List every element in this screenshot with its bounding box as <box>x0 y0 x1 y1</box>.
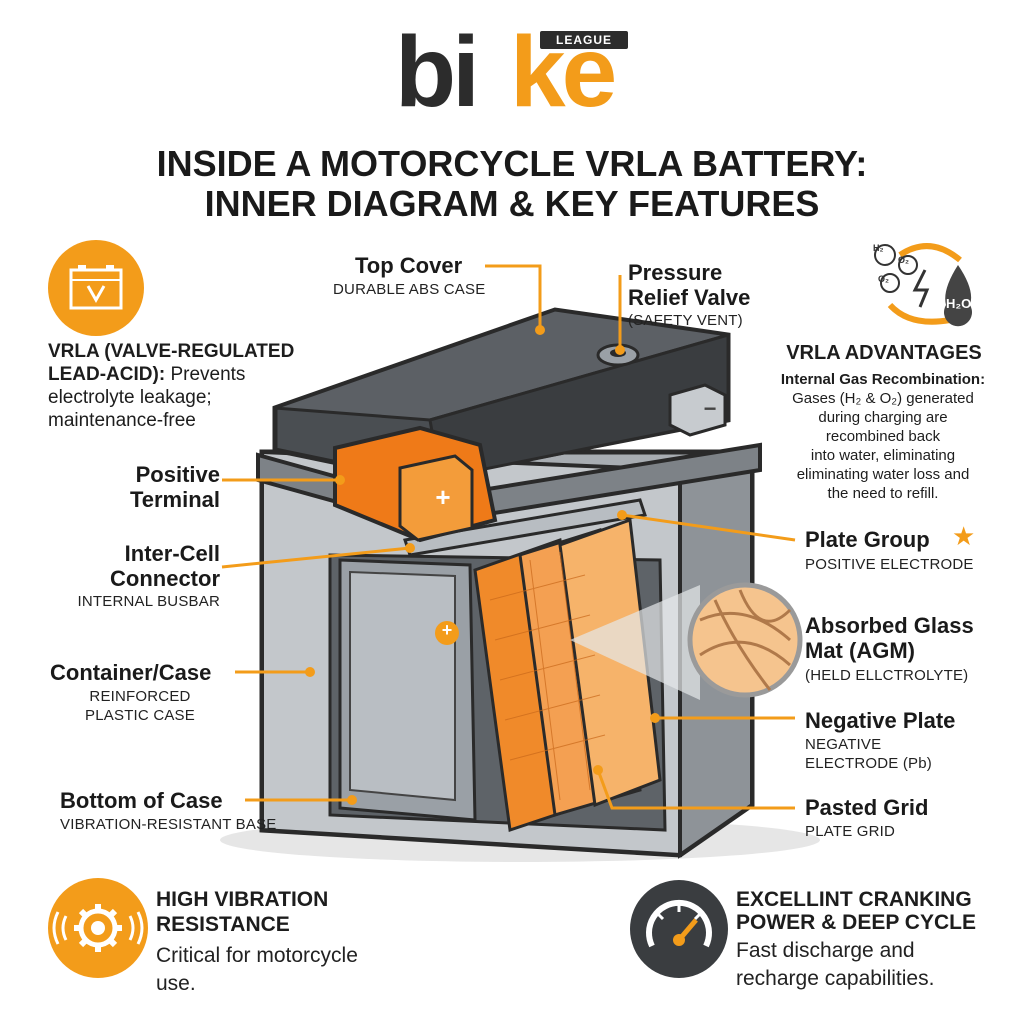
label-pasted-grid-sub: PLATE GRID <box>805 823 896 840</box>
feature-cranking-title-1: EXCELLINT CRANKING <box>736 888 972 911</box>
advantages-heading: VRLA ADVANTAGES <box>786 342 982 364</box>
label-plate-group: Plate Group <box>805 527 930 552</box>
star-icon: ★ <box>952 521 976 551</box>
label-container-sub1: REINFORCED <box>89 688 191 705</box>
label-positive-terminal-1: Positive <box>135 462 220 487</box>
gas-h2o: H₂O <box>946 296 972 311</box>
advantages-line: eliminating water loss and <box>796 466 970 483</box>
gas-o2: O₂ <box>898 255 909 265</box>
label-container-sub2: PLASTIC CASE <box>85 707 195 724</box>
feature-vibration-body-2: use. <box>156 972 196 995</box>
vrla-text-2: electrolyte leakage; <box>48 387 212 408</box>
feature-vibration-body-1: Critical for motorcycle <box>156 944 358 967</box>
label-plate-group-sub: POSITIVE ELECTRODE <box>805 556 974 573</box>
battery-v-icon <box>48 240 144 336</box>
gas-o3: O₂ <box>878 274 889 284</box>
vrla-text-3: maintenance-free <box>48 410 196 431</box>
advantages-line: recombined back <box>825 428 941 445</box>
page-title-line1: INSIDE A MOTORCYCLE VRLA BATTERY: <box>156 143 868 184</box>
grey-plate-front <box>349 570 456 802</box>
logo-dark-text: bi <box>395 16 480 128</box>
label-top-cover-sub: DURABLE ABS CASE <box>333 281 486 298</box>
gas-h2: H₂ <box>873 243 884 253</box>
advantages-line: the need to refill. <box>827 485 939 502</box>
gear-vibration-icon-glyph <box>52 904 144 952</box>
label-agm-sub: (HELD ELLCTROLYTE) <box>805 667 969 684</box>
label-negative-plate-sub2: ELECTRODE (Pb) <box>805 755 932 772</box>
feature-cranking-body-2: recharge capabilities. <box>736 967 935 990</box>
feature-vibration-title-2: RESISTANCE <box>156 913 290 936</box>
label-bottom: Bottom of Case <box>60 788 223 813</box>
plate-plus-symbol: + <box>441 620 453 640</box>
label-inter-cell-2: Connector <box>110 566 220 591</box>
label-bottom-sub: VIBRATION-RESISTANT BASE <box>60 816 277 833</box>
gear-vibration-icon <box>48 878 148 978</box>
speedometer-icon-glyph <box>646 900 712 948</box>
plate-plus-badge <box>435 621 459 645</box>
feature-cranking-body-1: Fast discharge and <box>736 939 915 962</box>
label-negative-plate-sub1: NEGATIVE <box>805 736 882 753</box>
battery-v-icon-glyph <box>69 265 123 310</box>
logo-tag: LEAGUE <box>540 31 628 49</box>
label-inter-cell-1: Inter-Cell <box>124 541 220 566</box>
leader-dots <box>305 325 660 805</box>
gas-recombination-icon <box>870 235 980 330</box>
orange-plate-3 <box>558 517 662 808</box>
gas-recombination-icon-glyph <box>874 243 972 327</box>
label-pressure-valve-sub: (SAFETY VENT) <box>628 312 743 329</box>
page-title-line2: INNER DIAGRAM & KEY FEATURES <box>204 183 820 224</box>
pasted-grid-pattern <box>489 551 606 801</box>
advantages-line: during charging are <box>818 409 948 426</box>
label-agm-2: Mat (AGM) <box>805 638 915 663</box>
advantages-lines: Gases (H₂ & O₂) generated during chargin… <box>752 389 1014 503</box>
vrla-text-inline: Prevents <box>170 364 246 385</box>
vrla-info: VRLA (VALVE-REGULATED LEAD-ACID): Preven… <box>48 340 348 432</box>
label-pasted-grid: Pasted Grid <box>805 795 929 820</box>
feature-vibration-title-1: HIGH VIBRATION <box>156 888 329 911</box>
agm-fibers <box>699 589 792 691</box>
advantages-line: Gases (H₂ & O₂) generated <box>792 390 974 407</box>
negative-terminal <box>668 383 727 437</box>
label-container: Container/Case <box>50 660 212 685</box>
agm-magnifier <box>687 582 803 698</box>
label-negative-plate: Negative Plate <box>805 708 956 733</box>
label-pressure-valve-1: Pressure <box>628 260 723 285</box>
positive-terminal-post <box>398 454 474 542</box>
advantages-line: into water, eliminating <box>810 447 956 464</box>
label-agm-1: Absorbed Glass <box>805 613 974 638</box>
vrla-heading: VRLA (VALVE-REGULATED LEAD-ACID): <box>48 341 295 385</box>
leader-lines <box>221 264 796 810</box>
advantages-subheading: Internal Gas Recombination: <box>780 371 986 388</box>
label-inter-cell-sub: INTERNAL BUSBAR <box>77 593 220 610</box>
label-pressure-valve-2: Relief Valve <box>628 285 751 310</box>
terminal-plus-symbol: + <box>435 482 451 512</box>
label-top-cover: Top Cover <box>355 253 463 278</box>
magnifier-beam <box>570 585 700 700</box>
feature-cranking-title-2: POWER & DEEP CYCLE <box>736 911 976 934</box>
neg-terminal-symbol: − <box>703 396 717 421</box>
label-positive-terminal-2: Terminal <box>129 487 220 512</box>
speedometer-icon <box>630 880 728 978</box>
